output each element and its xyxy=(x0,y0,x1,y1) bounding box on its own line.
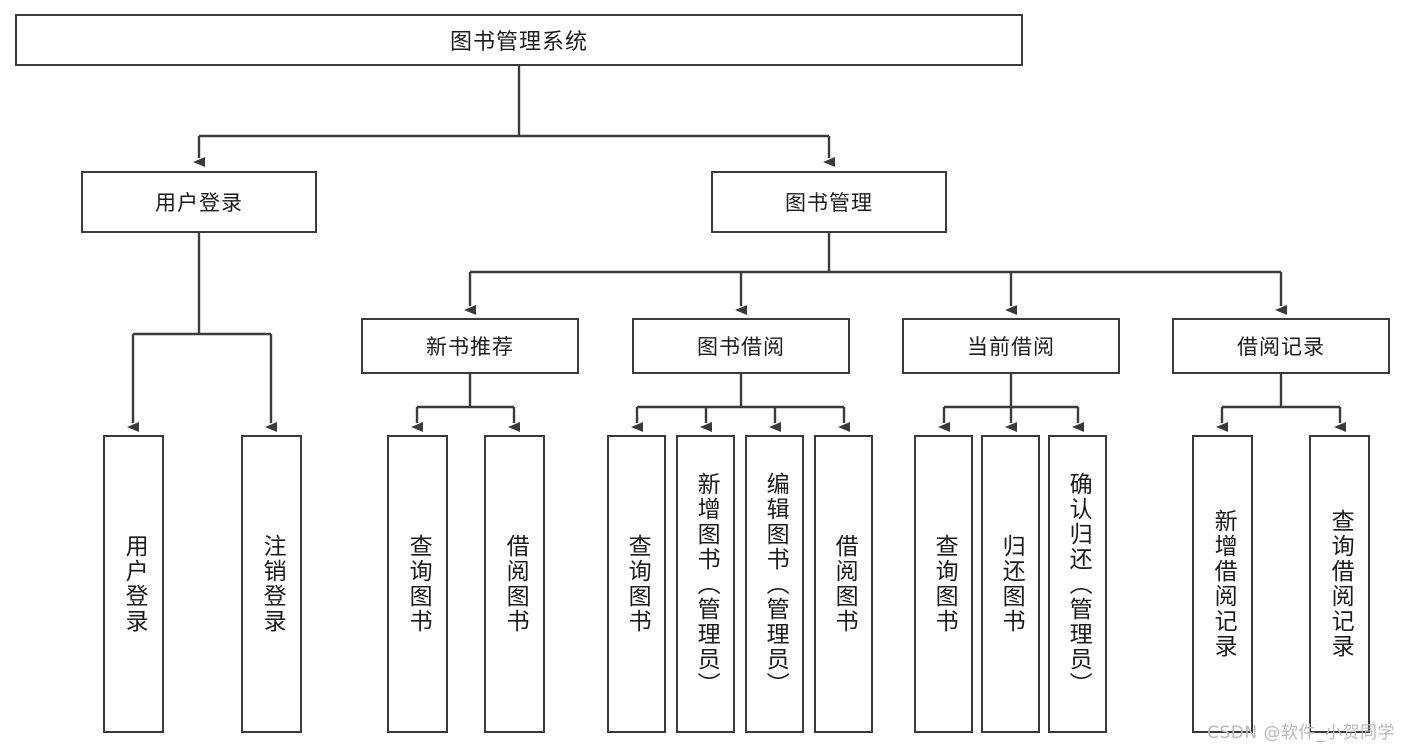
leaf-query-book-recommend[interactable]: 查询图书 xyxy=(387,435,448,733)
leaf-add-borrow-record-label: 新增借阅记录 xyxy=(1210,509,1237,659)
node-borrow-record[interactable]: 借阅记录 xyxy=(1172,318,1390,374)
leaf-query-book-borrow-label: 查询图书 xyxy=(624,534,651,634)
leaf-edit-book-admin-label: 编辑图书（管理员） xyxy=(762,471,789,697)
leaf-user-login-label: 用户登录 xyxy=(121,534,148,634)
leaf-query-book-borrow[interactable]: 查询图书 xyxy=(607,435,666,733)
leaf-add-borrow-record[interactable]: 新增借阅记录 xyxy=(1192,435,1253,733)
node-book-borrow[interactable]: 图书借阅 xyxy=(632,318,850,374)
node-book-manage[interactable]: 图书管理 xyxy=(711,171,947,233)
leaf-logout-login-label: 注销登录 xyxy=(259,534,286,634)
leaf-return-book[interactable]: 归还图书 xyxy=(981,435,1040,733)
csdn-watermark: CSDN @软件_小贺同学 xyxy=(1207,723,1395,743)
leaf-query-borrow-record-label: 查询借阅记录 xyxy=(1327,509,1354,659)
leaf-logout-login[interactable]: 注销登录 xyxy=(241,435,302,733)
leaf-borrow-book-borrow-label: 借阅图书 xyxy=(831,534,858,634)
leaf-query-book-recommend-label: 查询图书 xyxy=(405,534,432,634)
leaf-query-book-current[interactable]: 查询图书 xyxy=(914,435,973,733)
node-new-book-recommend[interactable]: 新书推荐 xyxy=(361,318,579,374)
leaf-query-borrow-record[interactable]: 查询借阅记录 xyxy=(1309,435,1370,733)
node-current-borrow[interactable]: 当前借阅 xyxy=(902,318,1120,374)
leaf-borrow-book-borrow[interactable]: 借阅图书 xyxy=(814,435,873,733)
node-user-login[interactable]: 用户登录 xyxy=(81,171,317,233)
leaf-add-book-admin[interactable]: 新增图书（管理员） xyxy=(676,435,735,733)
leaf-confirm-return-admin[interactable]: 确认归还（管理员） xyxy=(1048,435,1107,733)
leaf-borrow-book-recommend[interactable]: 借阅图书 xyxy=(484,435,545,733)
node-root-system[interactable]: 图书管理系统 xyxy=(15,14,1023,66)
leaf-edit-book-admin[interactable]: 编辑图书（管理员） xyxy=(745,435,804,733)
leaf-query-book-current-label: 查询图书 xyxy=(931,534,958,634)
leaf-confirm-return-admin-label: 确认归还（管理员） xyxy=(1065,471,1092,697)
leaf-borrow-book-recommend-label: 借阅图书 xyxy=(502,534,529,634)
leaf-add-book-admin-label: 新增图书（管理员） xyxy=(693,471,720,697)
leaf-return-book-label: 归还图书 xyxy=(998,534,1025,634)
leaf-user-login[interactable]: 用户登录 xyxy=(103,435,164,733)
